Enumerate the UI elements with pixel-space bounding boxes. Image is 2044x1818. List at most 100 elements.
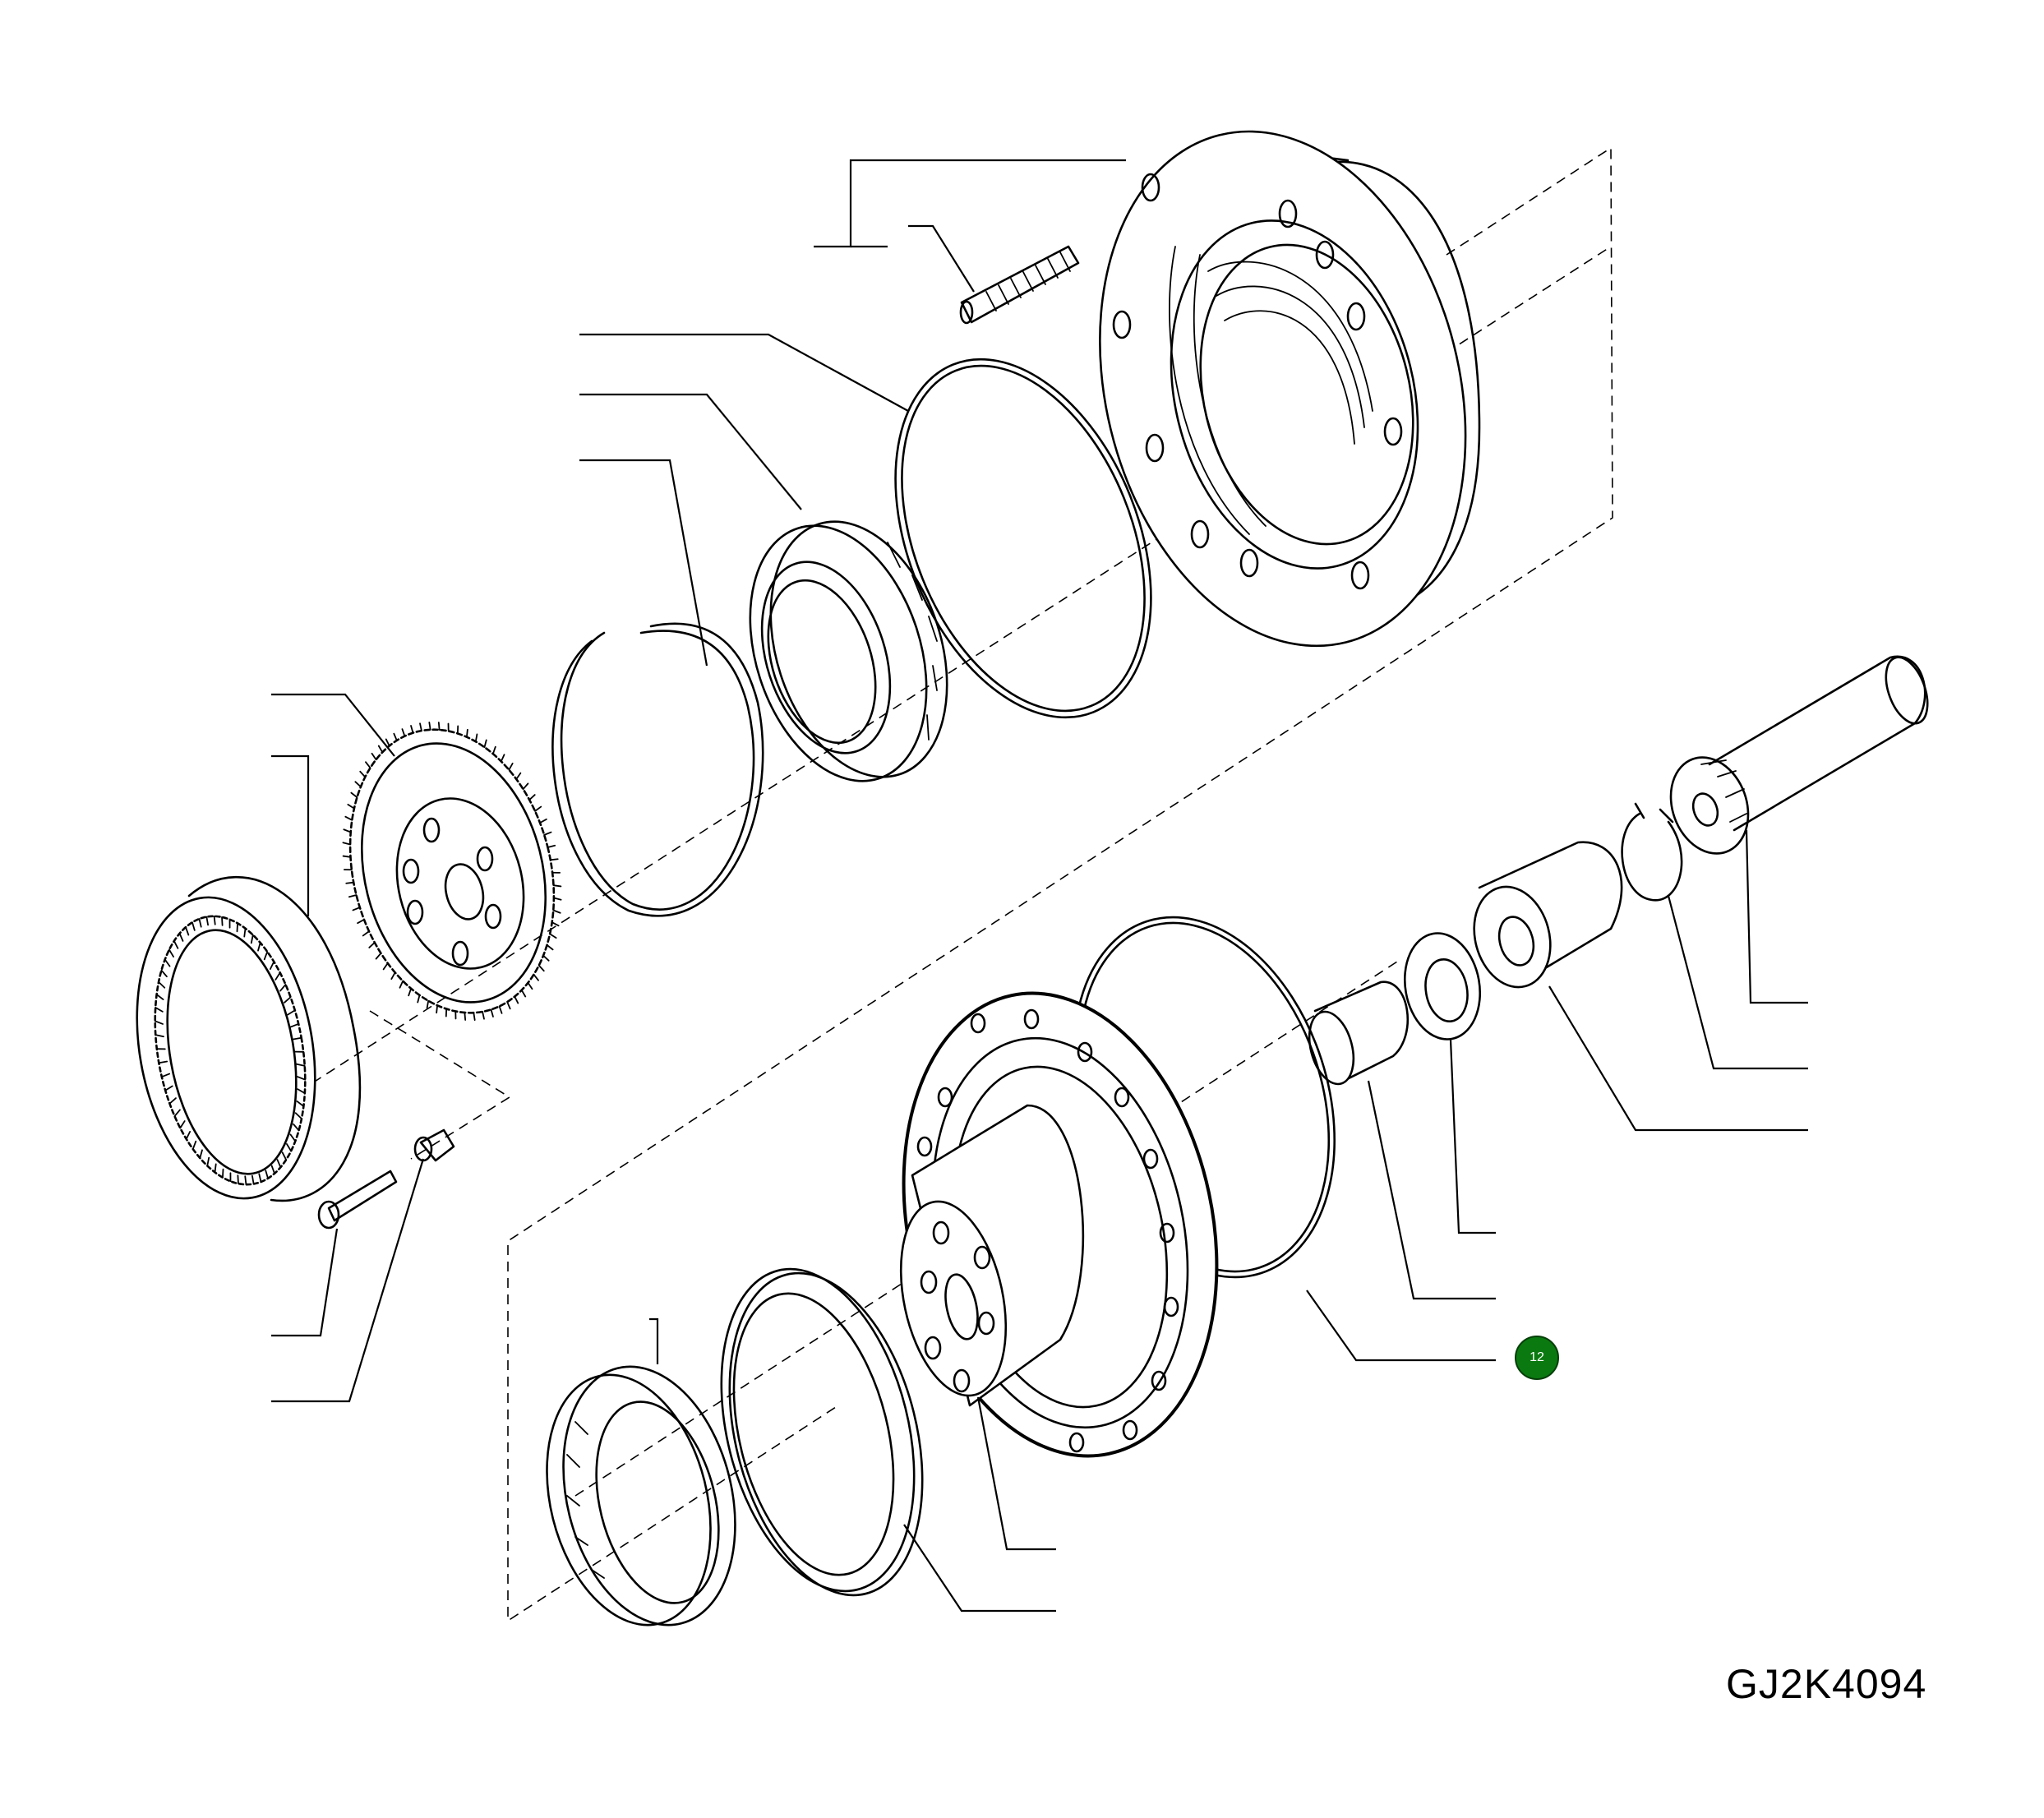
gear-tooth (547, 844, 556, 848)
gear-tooth (198, 918, 202, 928)
gear-tooth (292, 1036, 302, 1041)
gear-tooth (437, 722, 441, 731)
small-bushing (1308, 981, 1410, 1086)
gear-tooth (251, 1174, 255, 1185)
bushing (413, 1128, 455, 1162)
gear-tooth (164, 1085, 173, 1091)
gear-tooth (179, 1120, 186, 1129)
gear-tooth (368, 941, 376, 948)
gear-tooth (546, 944, 554, 951)
gear-tooth (258, 1173, 262, 1183)
gear-tooth (206, 1156, 210, 1167)
axle-shaft (1669, 655, 1929, 855)
gear-tooth (250, 934, 254, 944)
gear-tooth (263, 951, 269, 961)
gear-tooth (344, 815, 353, 821)
gear-tooth (359, 770, 367, 778)
gear-tooth (191, 1140, 197, 1150)
gear-tooth (436, 1004, 439, 1014)
ring-gear-internal-teeth (154, 915, 307, 1186)
gear-tooth (297, 1076, 307, 1081)
flange-holes (916, 1008, 1179, 1453)
gear-tooth (490, 1008, 494, 1017)
circlip (1621, 802, 1683, 902)
gear-tooth (552, 897, 562, 901)
gear-tooth (173, 1109, 181, 1117)
gear-tooth (348, 894, 358, 898)
gear-tooth (160, 1073, 171, 1078)
gear-tooth (426, 999, 430, 1009)
gear-tooth (465, 728, 468, 738)
gear-tooth (243, 927, 247, 938)
gear-tooth (279, 984, 287, 992)
gear-tooth (342, 855, 352, 858)
gear-tooth (236, 922, 238, 933)
gear-tooth (293, 1123, 300, 1132)
gear-tooth (538, 964, 545, 972)
seal-ring-lower (720, 1267, 924, 1597)
gear-tooth (343, 828, 352, 833)
gear-tooth (289, 1133, 297, 1142)
gear-tooth (500, 754, 505, 763)
carrier-hub (899, 991, 1219, 1458)
gear-tooth (154, 1020, 164, 1025)
gear-tooth (552, 909, 561, 914)
hub-stub-holes (920, 1220, 995, 1393)
gear-tooth (265, 1170, 269, 1179)
gear-tooth (491, 745, 496, 755)
gear-tooth (399, 980, 404, 989)
assembly-centerline-upper (270, 246, 1612, 1110)
gear-tooth (286, 1143, 293, 1152)
roller-bearing-upper (749, 520, 948, 782)
gear-tooth (158, 981, 166, 989)
gear-tooth (155, 994, 164, 1000)
gear-tooth (385, 738, 390, 747)
carrier-gear-teeth (342, 722, 562, 1021)
spacer-ring (1403, 932, 1482, 1041)
splined-sleeve (1473, 841, 1623, 989)
gear-tooth (222, 1168, 224, 1179)
gear-tooth (269, 961, 275, 970)
gear-tooth (474, 733, 478, 743)
gear-tooth (158, 1060, 168, 1064)
gear-tooth (178, 932, 184, 942)
gear-tooth (281, 1151, 288, 1160)
gear-tooth (419, 722, 422, 731)
gear-tooth (155, 1034, 164, 1038)
gear-tooth (408, 987, 413, 997)
gear-tooth (350, 791, 358, 799)
gear-tooth (552, 884, 562, 888)
gear-tooth (294, 1112, 302, 1120)
gear-tooth (482, 1011, 485, 1020)
dashed-frame-upper (507, 146, 1613, 1622)
callout-12-badge[interactable]: 12 (1515, 1336, 1559, 1380)
gear-tooth (401, 728, 406, 737)
bolt (317, 1170, 398, 1230)
roller-bearing-lower (546, 1365, 736, 1627)
gear-tooth (382, 962, 389, 971)
gear-tooth (549, 858, 559, 861)
gear-tooth (533, 973, 539, 981)
gear-tooth (534, 805, 542, 812)
gear-tooth (221, 916, 224, 926)
gear-tooth (296, 1100, 305, 1107)
gear-tooth (289, 1022, 300, 1028)
gear-tooth (168, 948, 174, 957)
gear-tooth (173, 940, 179, 949)
gear-tooth (371, 752, 377, 761)
gear-tooth (464, 1012, 467, 1021)
gear-tooth (543, 831, 552, 836)
wheel-hub (1099, 130, 1481, 648)
gear-tooth (287, 1009, 296, 1016)
gear-tooth (508, 762, 514, 771)
gear-tooth (185, 1131, 191, 1140)
gear-tooth (244, 1175, 247, 1186)
gear-tooth (551, 921, 560, 927)
gear-tooth (410, 725, 414, 734)
gear-tooth (514, 995, 519, 1004)
gear-tooth (347, 803, 355, 810)
gear-tooth (417, 994, 421, 1004)
leader-lines (271, 159, 1808, 1613)
